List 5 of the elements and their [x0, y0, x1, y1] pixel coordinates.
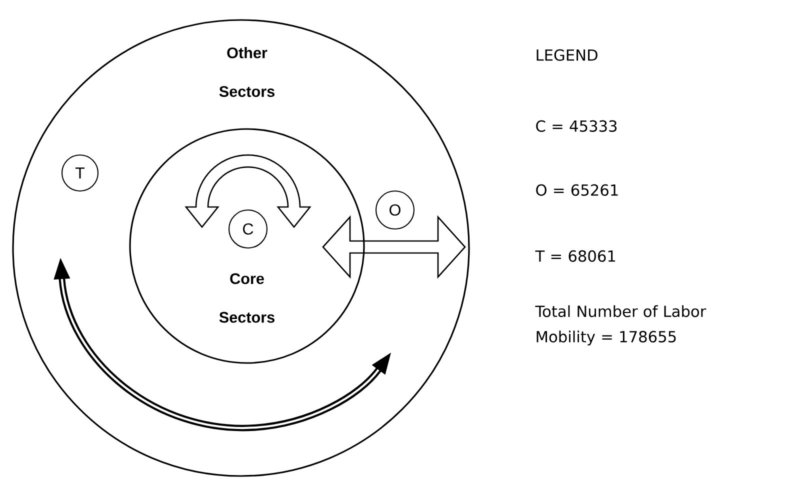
legend-entry: T = 68061: [535, 250, 616, 262]
legend-entry: O = 65261: [536, 184, 618, 196]
legend-title: LEGEND: [536, 49, 598, 61]
legend-note: Total Number of Labor Mobility = 178655: [535, 305, 706, 346]
legend-entry: C = 45333: [536, 120, 617, 132]
